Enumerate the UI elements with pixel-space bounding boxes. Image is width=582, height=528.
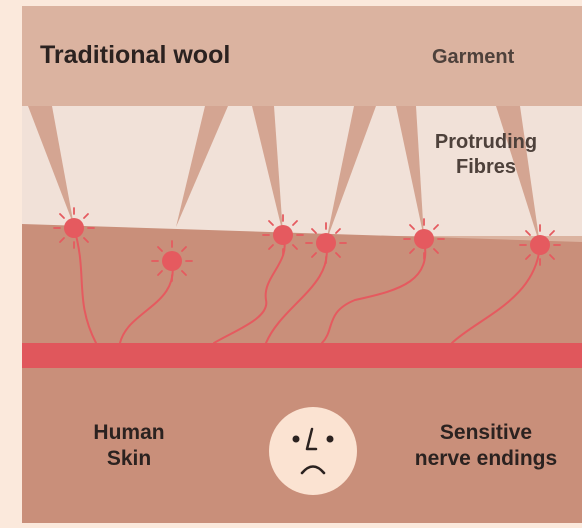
nerve-ending bbox=[152, 241, 192, 281]
nerves-label-line1: Sensitive bbox=[398, 420, 574, 446]
garment-label: Garment bbox=[432, 45, 514, 70]
skin-label-line1: Human bbox=[70, 420, 188, 446]
nerve-ending bbox=[520, 225, 560, 265]
nerve-ending bbox=[263, 215, 303, 255]
diagram-title: Traditional wool bbox=[40, 40, 230, 71]
fibres-label-line1: Protruding bbox=[414, 130, 558, 155]
nerve-ending bbox=[404, 219, 444, 259]
nerve-endings-label: Sensitive nerve endings bbox=[398, 420, 574, 473]
nerve-band bbox=[22, 343, 582, 368]
fibres-label-line2: Fibres bbox=[414, 155, 558, 180]
protruding-fibres-label: Protruding Fibres bbox=[414, 130, 558, 180]
nerves-label-line2: nerve endings bbox=[398, 446, 574, 472]
nerve-ending bbox=[54, 208, 94, 248]
sad-face-icon bbox=[269, 407, 357, 495]
human-skin-label: Human Skin bbox=[70, 420, 188, 473]
nerve-ending bbox=[306, 223, 346, 263]
skin-label-line2: Skin bbox=[70, 446, 188, 472]
